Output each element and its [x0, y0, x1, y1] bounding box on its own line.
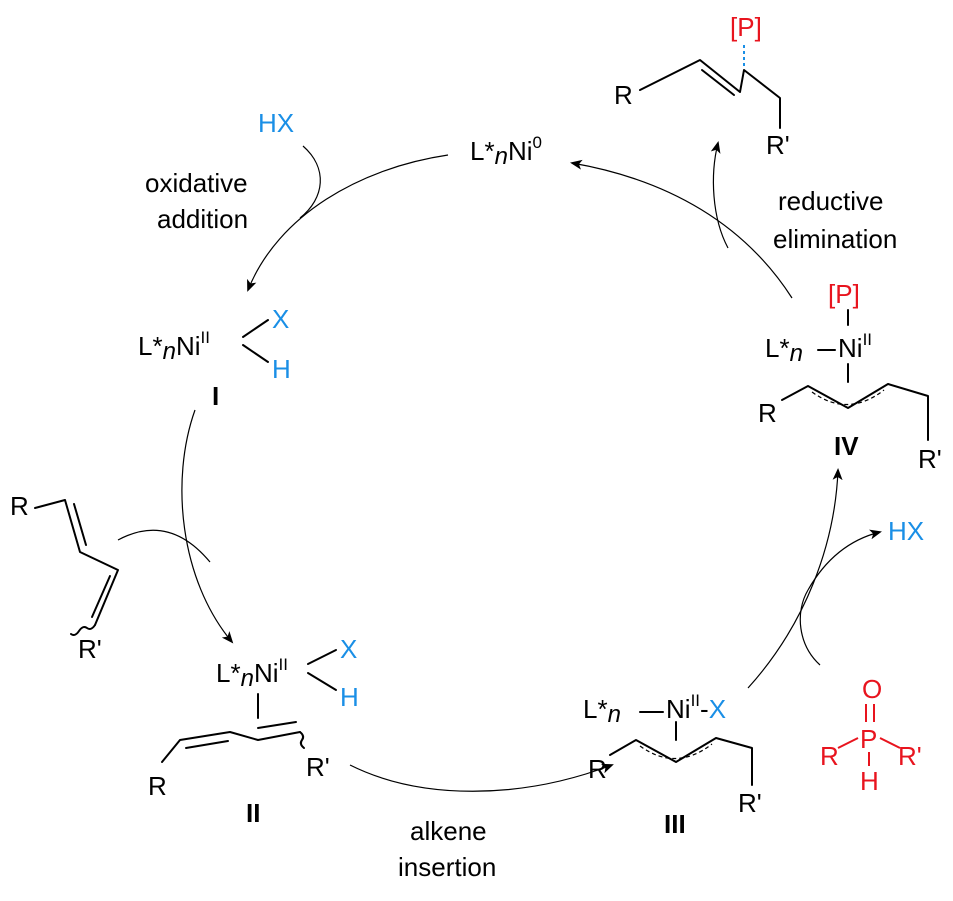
svg-text:L*n: L*n — [765, 333, 803, 367]
intermediate-IV: [P] L*n NiII R R' IV — [758, 279, 942, 474]
svg-text:X: X — [272, 304, 289, 334]
hx-byproduct: HX — [888, 516, 924, 546]
svg-text:R: R — [148, 771, 167, 801]
step-oxidative-line1: oxidative — [145, 168, 248, 198]
cycle-arrow-bottom — [349, 763, 614, 792]
svg-text:X: X — [340, 634, 357, 664]
svg-text:R: R — [588, 754, 607, 784]
svg-text:R: R — [758, 398, 777, 428]
hx-out-arrow — [807, 529, 882, 591]
svg-text:L*n: L*n — [583, 694, 621, 728]
svg-text:H: H — [860, 766, 879, 796]
svg-text:R': R' — [918, 444, 942, 474]
intermediate-III: L*n NiII-X R R' III — [583, 691, 762, 839]
svg-text:NiII: NiII — [838, 330, 872, 363]
svg-text:R': R' — [766, 130, 790, 160]
hx-in-arrow — [299, 145, 321, 219]
phosphine-in-arrow — [799, 589, 821, 666]
phosphine-oxide-reagent: O P R R' H — [820, 674, 922, 796]
intermediate-II: L*nNiII X H R R' II — [148, 634, 359, 828]
svg-text:I: I — [212, 381, 219, 411]
svg-text:IV: IV — [834, 431, 859, 461]
step-alkene-line2: insertion — [398, 852, 496, 882]
svg-text:O: O — [862, 674, 882, 704]
step-oxidative-line2: addition — [157, 204, 248, 234]
svg-text:L*nNiII: L*nNiII — [216, 655, 288, 692]
cycle-arrow-left — [181, 409, 234, 644]
hx-reagent-top: HX — [258, 108, 294, 138]
cycle-arrow-top-right — [570, 159, 793, 299]
svg-text:H: H — [272, 354, 291, 384]
cycle-arrow-top-left — [247, 154, 449, 292]
svg-text:III: III — [664, 809, 686, 839]
svg-text:R: R — [614, 80, 633, 110]
intermediate-I: L*nNiII X H I — [138, 304, 291, 411]
svg-text:II: II — [246, 798, 260, 828]
catalyst-ni0: L*nNi0 — [470, 133, 542, 170]
svg-text:R': R' — [78, 634, 102, 664]
svg-text:R': R' — [738, 788, 762, 818]
diene-in-arrow — [117, 529, 211, 563]
step-reductive-line2: elimination — [773, 224, 897, 254]
cycle-arrow-right — [747, 468, 843, 689]
svg-text:NiII-X: NiII-X — [666, 691, 726, 724]
svg-text:R': R' — [898, 741, 922, 771]
svg-text:P: P — [860, 724, 877, 754]
svg-text:H: H — [340, 682, 359, 712]
svg-text:[P]: [P] — [730, 12, 762, 42]
diene-reagent: R R' — [10, 491, 119, 664]
svg-text:R: R — [820, 741, 839, 771]
svg-text:R': R' — [306, 752, 330, 782]
product-out-arrow — [710, 141, 729, 249]
step-alkene-line1: alkene — [410, 816, 487, 846]
svg-text:[P]: [P] — [828, 279, 860, 309]
step-reductive-line1: reductive — [778, 186, 884, 216]
svg-text:R: R — [10, 491, 29, 521]
svg-text:L*nNiII: L*nNiII — [138, 328, 210, 365]
allylphosphorus-product: [P] R R' — [614, 12, 790, 160]
